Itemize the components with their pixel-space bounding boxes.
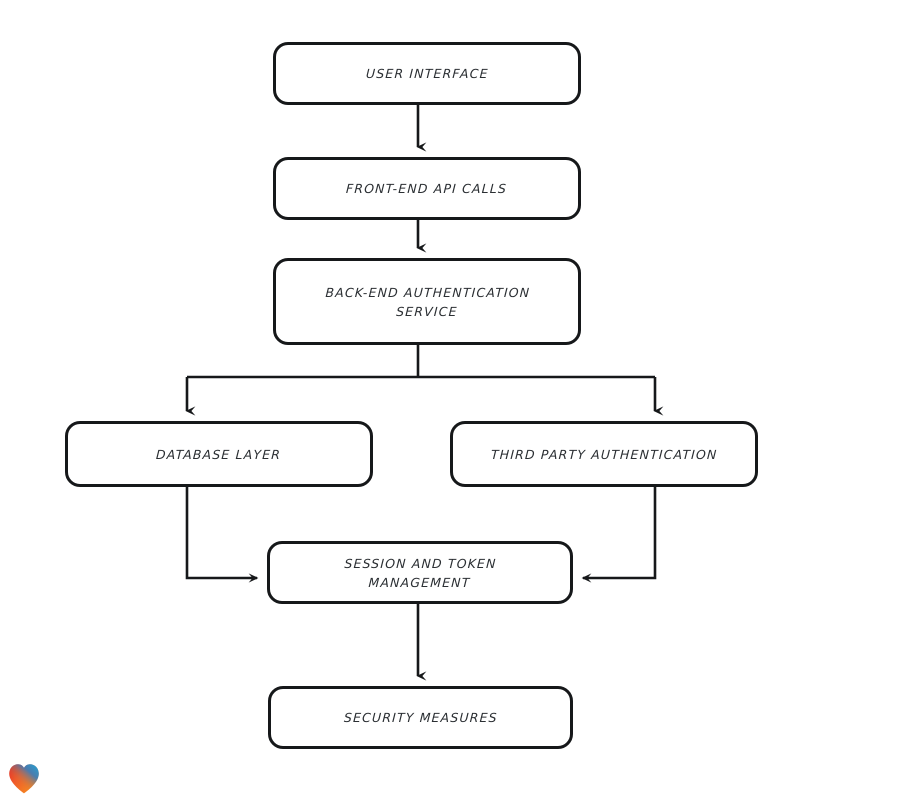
connector-db-to-session (185, 487, 259, 583)
node-label-database-layer: Database Layer (156, 446, 282, 462)
node-label-session-and-token-management: Session and Token Management (344, 555, 497, 590)
node-front-end-api-calls[interactable]: Front-End API Calls (273, 157, 581, 220)
node-session-and-token-management[interactable]: Session and Token Management (267, 541, 573, 604)
node-user-interface[interactable]: User Interface (273, 42, 581, 105)
node-label-front-end-api-calls: Front-End API Calls (346, 181, 508, 196)
node-security-measures[interactable]: Security Measures (268, 686, 573, 749)
node-label-third-party-authentication: Third Party Authentication (490, 446, 718, 462)
heart-icon (9, 764, 39, 794)
node-database-layer[interactable]: Database Layer (65, 421, 373, 487)
heart-icon-wrapper (7, 762, 41, 795)
node-label-security-measures: Security Measures (343, 710, 498, 725)
node-label-user-interface: User Interface (365, 66, 489, 81)
node-label-back-end-authentication-service: Back-End Authentication Service (324, 284, 531, 319)
connector-third-party-to-session (581, 487, 657, 583)
node-third-party-authentication[interactable]: Third Party Authentication (450, 421, 758, 487)
node-back-end-authentication-service[interactable]: Back-End Authentication Service (273, 258, 581, 345)
